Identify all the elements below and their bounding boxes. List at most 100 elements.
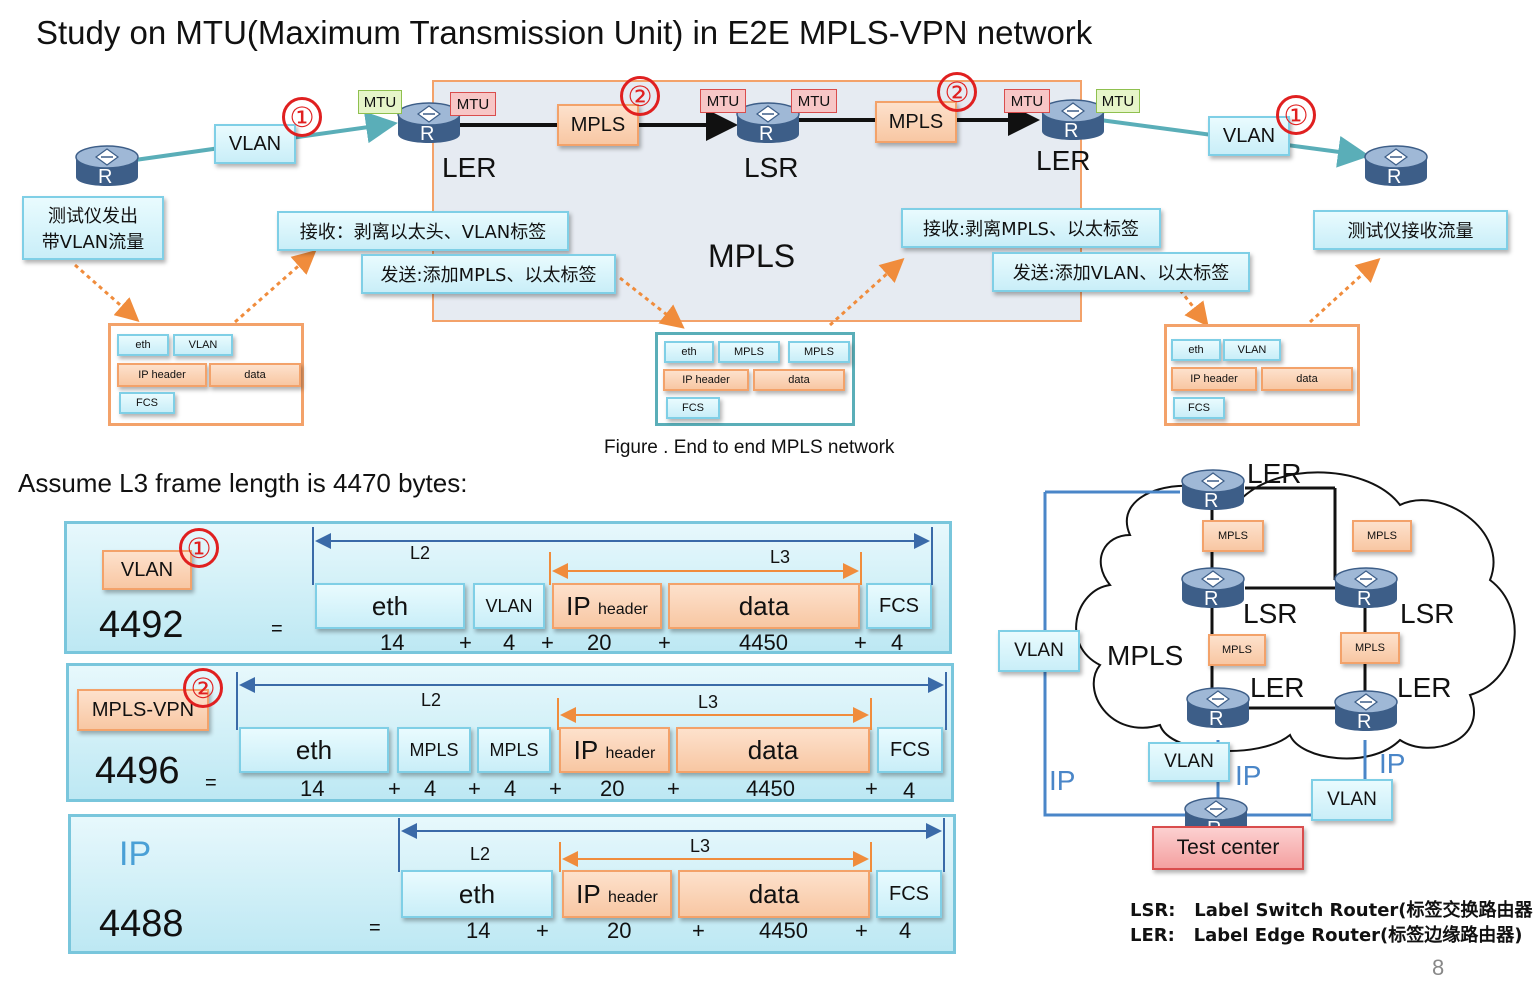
router-icon: R [1333,565,1399,613]
lsr-label: LSR [744,152,799,183]
num-eth: 14 [300,776,325,801]
pkt-ip-header: IP header [117,363,207,387]
circle-1-icon: ① [179,528,219,568]
num-fcs: 4 [899,918,912,943]
cell-fcs: FCS [877,727,943,773]
row-equals: = [271,618,283,640]
num-data: 4450 [739,630,788,655]
plus: + [388,776,401,801]
router-letter: R [1204,588,1219,610]
page-title: Study on MTU(Maximum Transmission Unit) … [36,14,1093,51]
l3-label: L3 [698,692,719,712]
vlan-label-box: VLAN [998,630,1080,672]
row-total: 4496 [95,750,180,792]
num-ip: 20 [607,918,632,943]
plus: + [536,918,549,943]
pkt-mpls: MPLS [788,341,850,363]
l3-label: L3 [690,836,711,856]
circle-2-icon: ② [937,72,977,112]
num-mpls: 4 [424,776,437,801]
cell-mpls: MPLS [477,727,551,773]
ler-label: LER [442,152,497,183]
pkt-data: data [1261,367,1353,391]
num-eth: 14 [380,630,405,655]
pkt-eth: eth [1171,339,1221,361]
ler-label: LER [1250,672,1305,703]
plus: + [541,630,554,655]
mpls-tag: MPLS [1352,520,1412,552]
header-text: header [605,745,656,762]
l2-label: L2 [421,690,442,710]
cloud-mpls-label: MPLS [1107,640,1184,671]
pkt-fcs: FCS [666,397,720,419]
packet-vlan-frame: eth VLAN IP header data FCS [108,323,304,426]
l3-label: L3 [770,547,791,567]
packet-mpls-frame: eth MPLS MPLS IP header data FCS [655,332,855,426]
cell-ip-header: IP header [562,870,672,918]
ip-text: IP [576,878,601,909]
plus: + [854,630,867,655]
mpls-label-box: MPLS [875,101,957,143]
pkt-fcs: FCS [119,392,175,414]
router-icon: R [735,100,801,148]
pkt-fcs: FCS [1173,397,1225,419]
cell-data: data [678,870,870,918]
mpls-tag: MPLS [1208,634,1266,666]
num-ip: 20 [587,630,612,655]
num-eth: 14 [466,918,491,943]
plus: + [855,918,868,943]
num-vlan: 4 [503,630,516,655]
ler-label: LER [1036,145,1091,176]
router-letter: R [98,166,113,188]
vlan-label-box: VLAN [1311,779,1393,821]
note-send-vlan: 测试仪发出 带VLAN流量 [22,196,164,260]
pkt-ip-header: IP header [1171,367,1257,391]
router-letter: R [1357,711,1372,733]
plus: + [459,630,472,655]
lsr-label: LSR [1400,598,1455,629]
router-icon: R [74,143,140,191]
mtu-tag: MTU [791,89,837,113]
num-mpls: 4 [504,776,517,801]
ip-path-label: IP [1049,765,1076,796]
cell-data: data [676,727,870,773]
pkt-mpls: MPLS [718,341,780,363]
assume-text: Assume L3 frame length is 4470 bytes: [18,468,468,498]
cell-data: data [668,583,860,629]
router-icon: R [1363,143,1429,191]
plus: + [658,630,671,655]
cell-mpls: MPLS [397,727,471,773]
plus: + [865,776,878,801]
cell-eth: eth [315,583,465,629]
num-ip: 20 [600,776,625,801]
num-data: 4450 [759,918,808,943]
router-letter: R [1387,166,1402,188]
vlan-label-box: VLAN [214,124,296,164]
num-fcs: 4 [891,630,904,655]
row-label: IP [119,835,152,873]
pkt-vlan: VLAN [1223,339,1281,361]
cell-fcs: FCS [876,870,942,918]
router-letter: R [1204,490,1219,512]
router-icon: R [1185,685,1251,733]
mpls-tag: MPLS [1340,632,1400,664]
mtu-tag: MTU [450,92,496,116]
pkt-eth: eth [664,341,714,363]
pkt-data: data [209,363,301,387]
plus: + [667,776,680,801]
legend-ler: LER: Label Edge Router(标签边缘路由器) [1130,925,1523,946]
lsr-label: LSR [1243,598,1298,629]
router-letter: R [1064,120,1079,142]
note-recv-traffic: 测试仪接收流量 [1313,210,1508,250]
header-text: header [607,889,658,906]
circle-1-icon: ① [282,97,322,137]
ip-text: IP [566,590,591,621]
note-recv-strip-mpls: 接收:剥离MPLS、以太标签 [901,208,1161,248]
circle-1-icon: ① [1276,95,1316,135]
note-recv-strip-vlan: 接收：剥离以太头、VLAN标签 [277,211,569,251]
note-send-add-mpls: 发送:添加MPLS、以太标签 [361,254,616,294]
ip-path-label: IP [1379,748,1406,779]
mpls-domain-label: MPLS [708,238,796,274]
router-icon: R [1333,688,1399,736]
header-text: header [597,601,648,618]
